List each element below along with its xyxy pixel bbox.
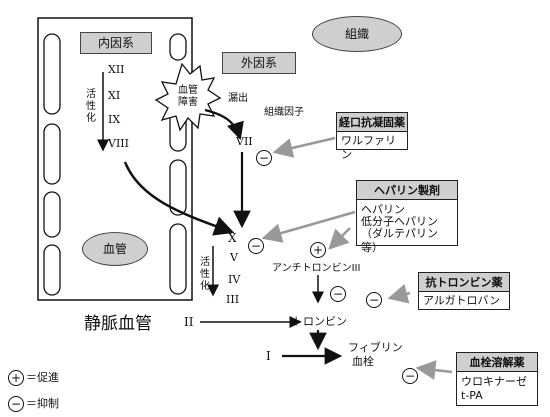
factor-xi: XI <box>108 89 121 102</box>
oral-anticoagulant-box: 経口抗凝固薬 ワルファリン <box>336 112 408 161</box>
antithrombin-drug-item: アルガトロバン <box>423 294 501 307</box>
activation-1-a: 活 <box>86 89 96 100</box>
vessel-oval: 血管 <box>82 232 148 266</box>
factor-vii: VII <box>236 135 253 148</box>
activation-2-a: 活 <box>200 257 210 268</box>
oral-anticoagulant-title: 経口抗凝固薬 <box>337 113 407 132</box>
factor-iii: III <box>226 293 240 306</box>
leakage-arrow <box>204 108 244 141</box>
thrombolytic-item-2: t-PA <box>461 389 483 402</box>
activation-1-b: 性 <box>86 101 96 112</box>
legend-minus-symbol: − <box>8 396 24 412</box>
heparin-arrow-2 <box>328 227 351 250</box>
tissue-oval: 組織 <box>312 16 402 52</box>
antithrombin-label: アンチトロンビンIII <box>272 263 361 274</box>
oral-drug-arrow <box>272 136 336 158</box>
clot-label: 血栓 <box>352 355 374 368</box>
fibrin-label: フィブリン <box>348 341 403 354</box>
factor-x: X <box>228 231 237 245</box>
tissue-factor-label: 組織因子 <box>264 107 304 118</box>
heparin-item-2: 低分子ヘパリン <box>361 215 438 228</box>
legend-minus-text: ＝抑制 <box>26 397 59 410</box>
oral-anticoagulant-item: ワルファリン <box>341 134 396 161</box>
thrombolytic-box: 血栓溶解薬 ウロキナーゼ t-PA <box>456 352 538 406</box>
factor-v: V <box>230 251 238 264</box>
left-wall <box>43 33 61 296</box>
antithrombin-drug-box: 抗トロンビン薬 アルガトロバン <box>418 272 510 310</box>
vessel-injury-label-2: 障害 <box>178 97 198 108</box>
factor-xii: XII <box>108 63 125 76</box>
factor-iv: IV <box>228 273 241 286</box>
antithrombin-drug-arrow <box>387 284 411 304</box>
heparin-title: ヘパリン製剤 <box>357 181 457 200</box>
thrombolytic-title: 血栓溶解薬 <box>457 353 537 372</box>
activation-2-c: 化 <box>200 281 210 292</box>
intrinsic-label: 内因系 <box>80 32 152 54</box>
minus-sign-vii: − <box>256 150 272 166</box>
factor-ix: IX <box>108 113 121 126</box>
minus-sign-fibrin: − <box>402 368 418 384</box>
heparin-box: ヘパリン製剤 ヘパリン 低分子ヘパリン （ダルテパリン等） <box>356 180 458 254</box>
activation-2-b: 性 <box>200 269 210 280</box>
vein-label: 静脈血管 <box>84 314 152 334</box>
factor-viii: VIII <box>108 137 129 150</box>
thrombolytic-item-1: ウロキナーゼ <box>461 375 527 388</box>
leakage-label: 漏出 <box>228 93 248 104</box>
heparin-item-1: ヘパリン <box>361 203 405 216</box>
factor-ii: II <box>184 315 194 329</box>
legend-plus-symbol: + <box>8 370 24 386</box>
minus-sign-antithrombin-drug: − <box>366 292 382 308</box>
antithrombin-drug-title: 抗トロンビン薬 <box>419 273 509 292</box>
factor-i: I <box>266 349 271 363</box>
extrinsic-label: 外因系 <box>222 52 296 74</box>
heparin-item-3: （ダルテパリン等） <box>361 227 438 254</box>
thrombin-label: トロンビン <box>292 315 347 328</box>
plus-sign-antithrombin: + <box>310 242 326 258</box>
minus-sign-x: − <box>248 238 264 254</box>
thrombolytic-arrow <box>415 360 453 380</box>
activation-1-c: 化 <box>86 113 96 124</box>
legend-plus-text: ＝促進 <box>26 371 59 384</box>
vein-outline <box>37 17 193 301</box>
vessel-injury-burst <box>154 62 222 132</box>
viii-to-x-arrow <box>123 161 235 236</box>
minus-sign-thrombin-antithrombin: − <box>330 286 346 302</box>
vessel-injury-label-1: 血管 <box>178 85 198 96</box>
heparin-arrow-1 <box>261 210 356 243</box>
